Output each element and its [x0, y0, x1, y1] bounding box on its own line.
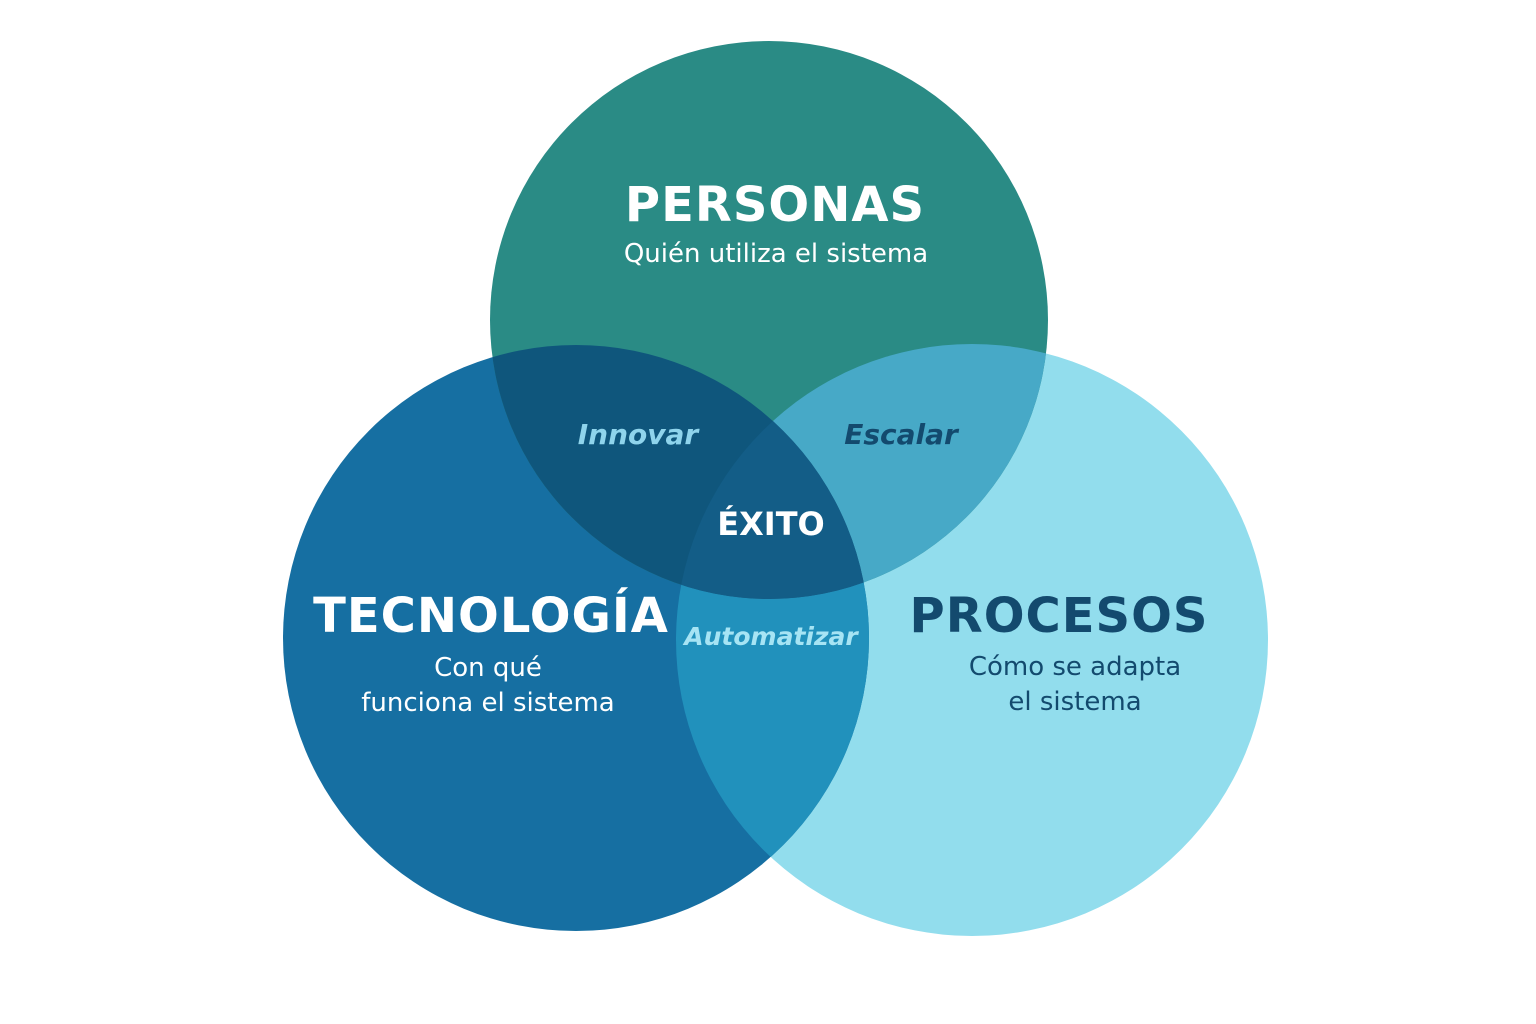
tecnologia-title: TECNOLOGÍA — [313, 588, 669, 644]
tecnologia-subtitle: Con qué funciona el sistema — [361, 651, 614, 721]
procesos-title: PROCESOS — [909, 588, 1209, 644]
center-label: ÉXITO — [717, 505, 825, 543]
procesos-subtitle-line1: Cómo se adapta — [968, 652, 1182, 682]
center-overlap — [676, 345, 869, 599]
personas-subtitle: Quién utiliza el sistema — [623, 239, 929, 269]
procesos-subtitle: Cómo se adapta el sistema — [969, 650, 1181, 720]
procesos-subtitle-line2: el sistema — [1008, 687, 1142, 717]
automatizar-label: Automatizar — [684, 622, 858, 651]
personas-title: PERSONAS — [624, 177, 926, 233]
tecnologia-subtitle-line2: funciona el sistema — [361, 688, 615, 718]
escalar-label: Escalar — [844, 418, 958, 451]
tecnologia-subtitle-line1: Con qué — [434, 653, 542, 683]
innovar-label: Innovar — [577, 418, 699, 451]
